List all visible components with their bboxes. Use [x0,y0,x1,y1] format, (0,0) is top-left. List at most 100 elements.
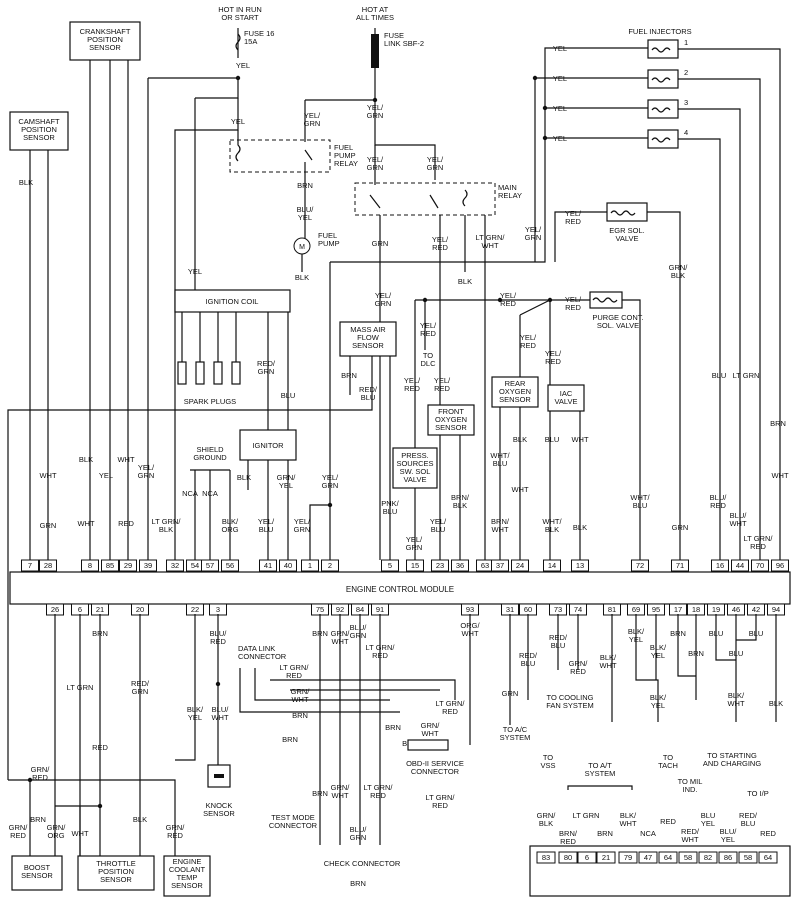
wire-label: YEL [553,74,567,83]
wire-label: GRN/RED [569,659,589,676]
wire-label: BLK [295,273,309,282]
wire-label: BLK [19,178,33,187]
crankshaft-sensor [69,21,141,61]
pin-number: 19 [712,605,720,614]
wire-label: YEL/GRN [406,535,423,552]
wire-label: YEL/GRN [367,155,384,172]
spark-plug [177,361,187,385]
wire-label: BRN [770,419,786,428]
wire-label: LT GRN [733,371,760,380]
wire-label: YEL [99,471,113,480]
pin-number: 58 [744,853,752,862]
egr-valve-label: EGR SOL.VALVE [609,226,644,243]
pin-number: 21 [96,605,104,614]
wire-label: WHT [39,471,56,480]
fuel-pump-relay [229,139,331,173]
ignition-coil-label: IGNITION COIL [206,297,259,306]
pin-number: 60 [524,605,532,614]
connector-pin [543,559,561,572]
wire-label: BRN [297,181,313,190]
wire-label: LT GRN/BLK [152,517,182,534]
wire-label: RED/BLU [739,811,758,828]
wire-label: RED/BLU [549,633,568,650]
pin-number: 56 [226,561,234,570]
wire-label: BLK [458,277,472,286]
wire-label: BLK [79,455,93,464]
connector-pin [536,851,556,864]
wire-label: BLK [769,699,783,708]
wire-label: YEL/GRN [525,225,542,242]
injector-3 [647,99,679,119]
wire-label: YEL/RED [545,349,562,366]
wire-label: YEL/GRN [427,155,444,172]
wire-label: BRN/BLK [451,493,470,510]
wire-label: WHT/BLU [490,451,510,468]
wire-label: GRN [672,523,689,532]
wire-label: BLK/YEL [628,627,645,644]
pin-number: 36 [456,561,464,570]
pin-number: 15 [411,561,419,570]
injector-number: 2 [684,68,688,77]
wire-label: GRN [372,239,389,248]
pin-number: 93 [466,605,474,614]
spark-plug [213,361,223,385]
pin-number: 24 [516,561,524,570]
pin-number: 70 [756,561,764,570]
wire-label: RED [92,743,108,752]
wire-label: WHT [71,829,88,838]
connector-pin [259,559,277,572]
pin-number: 1 [308,561,312,570]
wire-label: YEL/RED [404,376,421,393]
wire-label: BLK/WHT [727,691,745,708]
purge-valve-label: PURGE CONT.SOL. VALVE [592,313,643,330]
wire-label: BLK [133,815,147,824]
pin-number: 8 [88,561,92,570]
wire-label: WHT/BLK [542,517,562,534]
wire-label: BRN [292,711,308,720]
wire-label: YEL/RED [520,333,537,350]
wire-label: YEL [553,104,567,113]
fuse-link [371,34,379,68]
wire-label: BLU/RED [710,493,728,510]
pin-number: 46 [732,605,740,614]
wire-label: GRN [502,689,519,698]
injector-1 [647,39,679,59]
connector-pin [631,559,649,572]
wire-label: ORG/WHT [460,621,480,638]
connector-pin [638,851,658,864]
wire-label: RED/GRN [257,359,276,376]
pin-number: 75 [316,605,324,614]
pin-number: 57 [206,561,214,570]
pin-number: 85 [106,561,114,570]
pin-number: 41 [264,561,272,570]
wire-label: BRN [670,629,686,638]
wire-label: BLU/WHT [729,511,747,528]
pin-number: 5 [388,561,392,570]
pin-number: 80 [564,853,572,862]
spark-plug [231,361,241,385]
pin-number: 40 [284,561,292,570]
wire-label: BRN [282,735,298,744]
connector-pin [771,559,789,572]
wire-label: GRN/WHT [421,721,441,738]
connector-pin [678,851,698,864]
wire-label: WHT/BLU [630,493,650,510]
wire-label: GRN/BLK [537,811,557,828]
